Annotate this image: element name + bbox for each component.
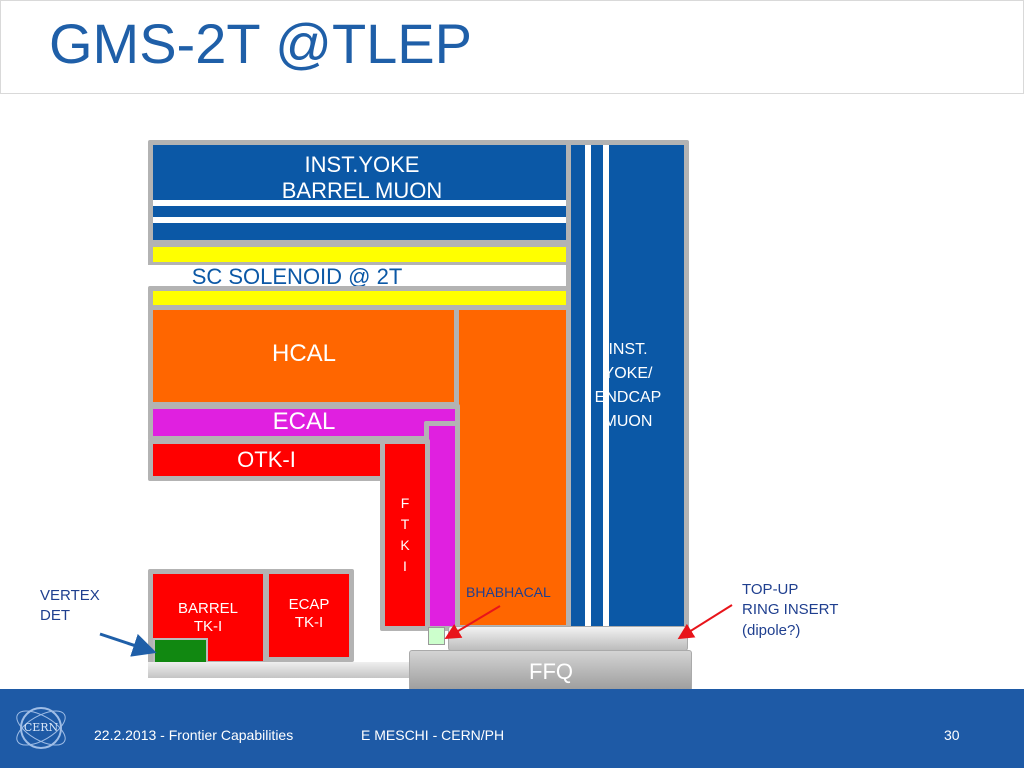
ftk-letter: F bbox=[400, 495, 410, 511]
barrel-yoke-stripe bbox=[153, 200, 571, 206]
ecal-label: ECAL bbox=[272, 408, 336, 435]
vertex-annotation-line1: VERTEX bbox=[40, 587, 100, 604]
topup-annotation-line1: TOP-UP bbox=[742, 581, 799, 598]
ecap-tk-label-line2: TK-I bbox=[294, 614, 324, 631]
ecap-tk-label: ECAP TK-I bbox=[269, 596, 349, 632]
bhabhacal-block bbox=[428, 627, 445, 645]
footer-date-event: 22.2.2013 - Frontier Capabilities bbox=[94, 727, 294, 743]
cern-logo: CERN bbox=[12, 699, 70, 757]
endcap-yoke-label-line: MUON bbox=[603, 413, 653, 430]
topup-annotation-line3: (dipole?) bbox=[742, 621, 801, 639]
ffq-support bbox=[448, 626, 688, 651]
ffq-label: FFQ bbox=[529, 659, 573, 684]
barrel-yoke-stripe bbox=[153, 217, 571, 223]
footer-page-number: 30 bbox=[944, 727, 960, 743]
endcap-yoke-label-line: INST. bbox=[608, 341, 648, 358]
title-bar: GMS-2T @TLEP bbox=[0, 0, 1024, 94]
solenoid-inner-layer bbox=[148, 242, 576, 267]
barrel-yoke-label-line1: INST.YOKE bbox=[304, 152, 420, 177]
endcap-yoke-stripe bbox=[585, 145, 591, 626]
beam-pipe bbox=[148, 662, 413, 678]
vertex-annotation-line2: DET bbox=[40, 607, 70, 625]
barrel-tk-label-line2: TK-I bbox=[193, 618, 223, 635]
vertex-annotation: VERTEX DET bbox=[40, 586, 100, 627]
cern-logo-text: CERN bbox=[23, 721, 59, 734]
barrel-yoke-label-line2: BARREL MUON bbox=[281, 178, 443, 204]
ecap-tk-label-line1: ECAP bbox=[288, 596, 330, 613]
barrel-tk-label: BARREL TK-I bbox=[153, 600, 263, 636]
cern-logo-icon bbox=[16, 707, 66, 749]
endcap-yoke-label-line: ENDCAP bbox=[594, 389, 662, 406]
ftk-block bbox=[380, 439, 430, 631]
solenoid-label: SC SOLENOID @ 2T bbox=[148, 265, 576, 289]
slide-title: GMS-2T @TLEP bbox=[49, 12, 473, 75]
vertex-arrow bbox=[99, 632, 157, 657]
otk-label: OTK-I bbox=[237, 447, 296, 472]
footer-author: E MESCHI - CERN/PH bbox=[361, 727, 505, 743]
footer-bar: CERN 22.2.2013 - Frontier Capabilities E… bbox=[0, 689, 1024, 768]
endcap-yoke-stripe bbox=[603, 145, 609, 626]
hcal-label: HCAL bbox=[271, 340, 337, 367]
otk-block bbox=[148, 439, 385, 481]
vertex-detector bbox=[153, 638, 208, 665]
barrel-yoke-label: INST.YOKE BARREL MUON bbox=[153, 152, 571, 205]
endcap-yoke-label-line: YOKE/ bbox=[603, 365, 653, 382]
topup-annotation: TOP-UP RING INSERT (dipole?) bbox=[742, 580, 838, 641]
endcap-yoke-label: INST. YOKE/ ENDCAP MUON bbox=[580, 338, 676, 434]
ftk-label: F T K I bbox=[385, 493, 425, 577]
hcal-endcap bbox=[454, 305, 576, 630]
ecap-tk-block bbox=[264, 569, 354, 662]
ftk-letter: K bbox=[400, 537, 410, 553]
ftk-letter: I bbox=[403, 558, 407, 574]
topup-annotation-line2: RING INSERT bbox=[742, 601, 839, 619]
barrel-tk-label-line1: BARREL bbox=[177, 600, 239, 617]
bhabhacal-annotation: BHABHACAL bbox=[466, 584, 551, 600]
ftk-letter: T bbox=[400, 516, 410, 532]
